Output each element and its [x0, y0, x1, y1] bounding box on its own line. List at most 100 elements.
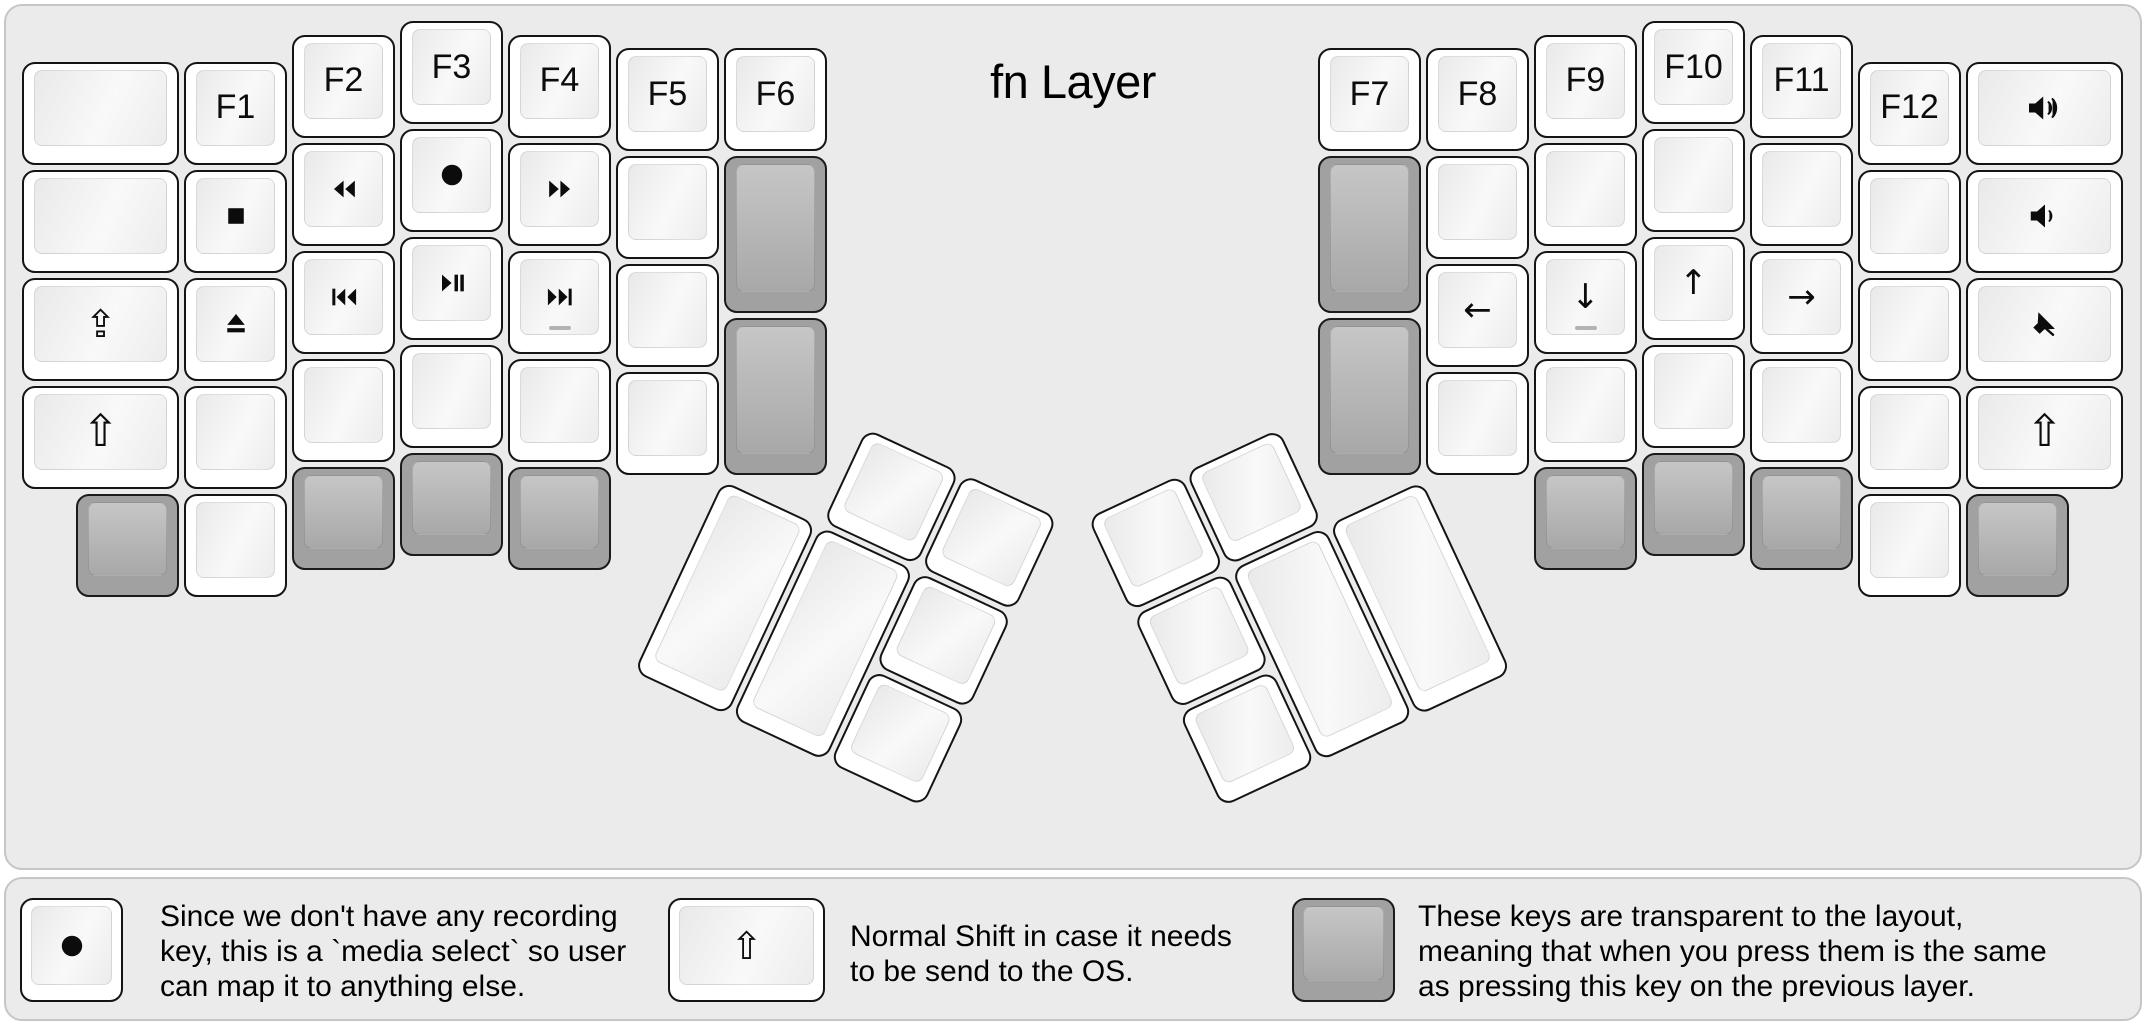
- key-blank[interactable]: [616, 372, 719, 475]
- keycap: F10: [1654, 29, 1733, 105]
- key-transparent[interactable]: [1966, 493, 2069, 597]
- keycap: [520, 150, 599, 227]
- key-media-rewind[interactable]: [292, 142, 395, 246]
- key-transparent[interactable]: [76, 493, 179, 597]
- keycap: [1978, 501, 2057, 576]
- key-label: F7: [1349, 74, 1390, 113]
- homing-bar: [1574, 325, 1597, 330]
- key-blank[interactable]: [1642, 345, 1745, 448]
- key-f1[interactable]: F1: [184, 61, 287, 165]
- key-f10[interactable]: F10: [1642, 21, 1745, 124]
- key-transparent[interactable]: [1642, 453, 1745, 556]
- key-transparent[interactable]: [1318, 318, 1421, 475]
- key-media-stop[interactable]: [184, 169, 287, 273]
- key-blank[interactable]: [1750, 142, 1853, 246]
- key-transparent[interactable]: [1534, 466, 1637, 570]
- volume-mute-icon: [2027, 306, 2063, 342]
- key-transparent[interactable]: [724, 318, 827, 475]
- key-eject[interactable]: [184, 277, 287, 381]
- key-blank[interactable]: [184, 493, 287, 597]
- key-blank[interactable]: [616, 156, 719, 259]
- key-blank[interactable]: [1642, 129, 1745, 232]
- shift-icon: ⇧: [82, 405, 119, 457]
- key-blank[interactable]: [22, 169, 179, 273]
- key-blank[interactable]: [1858, 493, 1961, 597]
- legend-line: as pressing this key on the previous lay…: [1418, 970, 1975, 1003]
- key-arrow-left[interactable]: ←: [1426, 264, 1529, 367]
- legend-text-transparent: These keys are transparent to the layout…: [1418, 899, 2047, 1004]
- key-arrow-up[interactable]: ↑: [1642, 237, 1745, 340]
- key-transparent[interactable]: [724, 156, 827, 313]
- key-transparent[interactable]: [1750, 466, 1853, 570]
- key-blank[interactable]: [1750, 358, 1853, 462]
- key-blank[interactable]: [1858, 277, 1961, 381]
- key-f3[interactable]: F3: [400, 21, 503, 124]
- keycap: [196, 501, 275, 578]
- shift-icon: ⇧: [730, 923, 763, 968]
- key-blank[interactable]: [1534, 142, 1637, 246]
- key-blank[interactable]: [184, 385, 287, 489]
- keycap: [894, 584, 998, 687]
- key-blank[interactable]: [22, 61, 179, 165]
- key-blank[interactable]: [292, 358, 395, 462]
- keycap: F12: [1870, 69, 1949, 146]
- key-transparent[interactable]: [292, 466, 395, 570]
- keycap: [520, 474, 599, 549]
- key-arrow-right[interactable]: →: [1750, 250, 1853, 354]
- keycap: F4: [520, 42, 599, 119]
- key-f7[interactable]: F7: [1318, 48, 1421, 151]
- record-icon: [436, 159, 468, 191]
- key-media-play-pause[interactable]: [400, 237, 503, 340]
- key-volume-up[interactable]: [1966, 61, 2123, 165]
- key-media-next-track[interactable]: [508, 250, 611, 354]
- key-blank[interactable]: [1858, 385, 1961, 489]
- key-volume-down[interactable]: [1966, 169, 2123, 273]
- keycap: F3: [412, 29, 491, 105]
- key-blank[interactable]: [508, 358, 611, 462]
- legend-text-media-select: Since we don't have any recording key, t…: [160, 899, 626, 1004]
- record-icon: [56, 930, 88, 962]
- key-f11[interactable]: F11: [1750, 34, 1853, 138]
- keycap: [939, 486, 1044, 589]
- key-f8[interactable]: F8: [1426, 48, 1529, 151]
- key-media-fast-forward[interactable]: [508, 142, 611, 246]
- key-blank[interactable]: [400, 345, 503, 448]
- key-f9[interactable]: F9: [1534, 34, 1637, 138]
- key-transparent[interactable]: [508, 466, 611, 570]
- keycap: [31, 906, 112, 985]
- key-f2[interactable]: F2: [292, 34, 395, 138]
- keycap: [412, 137, 491, 213]
- keycap: [520, 258, 599, 335]
- key-f6[interactable]: F6: [724, 48, 827, 151]
- key-label: F9: [1565, 61, 1606, 99]
- key-arrow-down[interactable]: ↓: [1534, 250, 1637, 354]
- key-blank[interactable]: [1858, 169, 1961, 273]
- key-shift[interactable]: ⇧: [22, 385, 179, 489]
- key-caps-lock[interactable]: ⇪: [22, 277, 179, 381]
- key-shift[interactable]: ⇧: [1966, 385, 2123, 489]
- keycap: [1870, 393, 1949, 470]
- key-label: F3: [431, 47, 472, 86]
- volume-up-icon: [2023, 92, 2067, 124]
- key-f12[interactable]: F12: [1858, 61, 1961, 165]
- key-f5[interactable]: F5: [616, 48, 719, 151]
- key-media-prev-track[interactable]: [292, 250, 395, 354]
- legend-line: meaning that when you press them is the …: [1418, 935, 2047, 968]
- keycap: ↓: [1546, 258, 1625, 335]
- key-transparent[interactable]: [1318, 156, 1421, 313]
- keycap: [1762, 474, 1841, 549]
- keycap: [520, 366, 599, 443]
- key-f4[interactable]: F4: [508, 34, 611, 138]
- key-blank[interactable]: [1426, 156, 1529, 259]
- keycap: [628, 272, 707, 348]
- keycap: [412, 245, 491, 321]
- key-blank[interactable]: [616, 264, 719, 367]
- key-media-select-record[interactable]: [400, 129, 503, 232]
- key-blank[interactable]: [1426, 372, 1529, 475]
- key-volume-mute[interactable]: [1966, 277, 2123, 381]
- key-transparent[interactable]: [400, 453, 503, 556]
- key-blank[interactable]: [1534, 358, 1637, 462]
- keycap: [1199, 441, 1304, 544]
- keycap: [1330, 164, 1409, 292]
